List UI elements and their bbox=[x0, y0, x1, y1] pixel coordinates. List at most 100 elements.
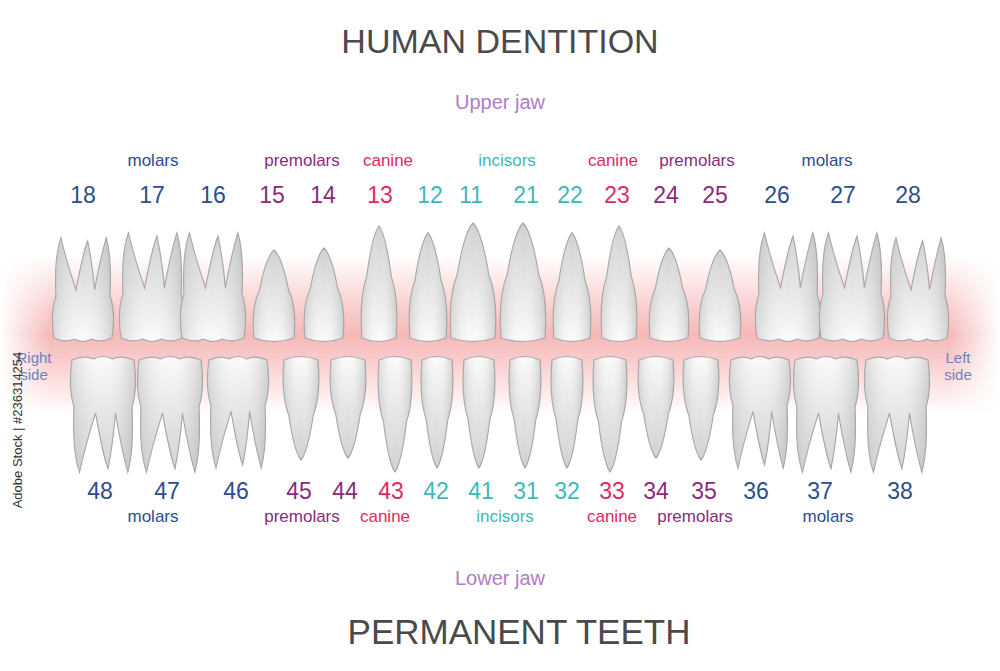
tooth-number: 16 bbox=[200, 183, 226, 208]
tooth-number: 47 bbox=[154, 479, 180, 504]
upper-tooth bbox=[649, 248, 689, 342]
lower-tooth bbox=[793, 357, 858, 473]
tooth-group-label: canine bbox=[363, 152, 413, 171]
upper-tooth bbox=[52, 238, 113, 342]
tooth-shade bbox=[729, 357, 790, 469]
tooth-outline bbox=[52, 238, 113, 342]
lower-tooth bbox=[551, 357, 583, 469]
tooth-shade bbox=[378, 357, 412, 473]
lower-tooth bbox=[137, 357, 202, 473]
tooth-number: 11 bbox=[459, 183, 483, 208]
tooth-number: 42 bbox=[423, 479, 449, 504]
lower-tooth bbox=[378, 357, 412, 473]
lower-tooth bbox=[283, 357, 319, 461]
tooth-group-label: canine bbox=[588, 152, 638, 171]
tooth-outline bbox=[509, 357, 541, 469]
upper-tooth bbox=[180, 233, 245, 342]
tooth-shade bbox=[793, 357, 858, 473]
tooth-number: 23 bbox=[604, 183, 630, 208]
upper-tooth bbox=[409, 233, 447, 342]
tooth-shade bbox=[864, 357, 929, 473]
tooth-shade bbox=[361, 226, 397, 342]
tooth-number: 48 bbox=[87, 479, 113, 504]
tooth-group-label: premolars bbox=[264, 152, 340, 171]
tooth-outline bbox=[819, 233, 884, 342]
title: HUMAN DENTITION bbox=[341, 23, 658, 60]
upper-tooth bbox=[119, 233, 184, 342]
tooth-shade bbox=[450, 223, 495, 342]
tooth-shade bbox=[755, 233, 820, 342]
tooth-group-label: molars bbox=[127, 508, 178, 527]
tooth-number: 38 bbox=[887, 479, 913, 504]
upper-tooth bbox=[887, 238, 948, 342]
tooth-number: 37 bbox=[807, 479, 833, 504]
tooth-outline bbox=[553, 233, 591, 342]
tooth-outline bbox=[70, 357, 135, 473]
upper-tooth bbox=[553, 233, 591, 342]
tooth-outline bbox=[283, 357, 319, 461]
tooth-shade bbox=[330, 357, 366, 459]
lower-tooth bbox=[683, 357, 719, 461]
tooth-outline bbox=[450, 223, 495, 342]
tooth-shade bbox=[52, 238, 113, 342]
lower-tooth bbox=[207, 357, 268, 469]
tooth-number: 44 bbox=[332, 479, 358, 504]
tooth-outline bbox=[551, 357, 583, 469]
tooth-group-label: canine bbox=[360, 508, 410, 527]
tooth-outline bbox=[180, 233, 245, 342]
tooth-outline bbox=[409, 233, 447, 342]
tooth-outline bbox=[729, 357, 790, 469]
tooth-shade bbox=[283, 357, 319, 461]
tooth-group-label: premolars bbox=[659, 152, 735, 171]
tooth-group-label: premolars bbox=[264, 508, 340, 527]
tooth-shade bbox=[649, 248, 689, 342]
tooth-shade bbox=[500, 223, 545, 342]
upper-tooth bbox=[304, 248, 344, 342]
tooth-outline bbox=[119, 233, 184, 342]
lower-tooth bbox=[421, 357, 453, 469]
tooth-outline bbox=[887, 238, 948, 342]
upper-tooth bbox=[361, 226, 397, 342]
tooth-number: 28 bbox=[895, 183, 921, 208]
tooth-group-label: incisors bbox=[476, 508, 534, 527]
tooth-number: 24 bbox=[653, 183, 679, 208]
tooth-outline bbox=[601, 226, 637, 342]
tooth-group-label: canine bbox=[587, 508, 637, 527]
tooth-shade bbox=[409, 233, 447, 342]
lower-tooth bbox=[70, 357, 135, 473]
tooth-number: 34 bbox=[643, 479, 669, 504]
tooth-number: 46 bbox=[223, 479, 249, 504]
lower-tooth bbox=[593, 357, 627, 473]
tooth-shade bbox=[509, 357, 541, 469]
tooth-outline bbox=[463, 357, 495, 469]
tooth-shade bbox=[553, 233, 591, 342]
tooth-shade bbox=[601, 226, 637, 342]
tooth-outline bbox=[253, 250, 295, 342]
tooth-shade bbox=[421, 357, 453, 469]
upper-tooth bbox=[755, 233, 820, 342]
lower-tooth bbox=[864, 357, 929, 473]
tooth-group-label: incisors bbox=[478, 152, 536, 171]
tooth-number: 17 bbox=[139, 183, 165, 208]
tooth-number: 32 bbox=[554, 479, 580, 504]
tooth-number: 35 bbox=[691, 479, 717, 504]
tooth-outline bbox=[330, 357, 366, 459]
tooth-number: 13 bbox=[367, 183, 393, 208]
tooth-number: 36 bbox=[743, 479, 769, 504]
tooth-group-label: molars bbox=[802, 508, 853, 527]
tooth-outline bbox=[683, 357, 719, 461]
tooth-outline bbox=[137, 357, 202, 473]
tooth-group-label: premolars bbox=[657, 508, 733, 527]
tooth-shade bbox=[70, 357, 135, 473]
tooth-number: 22 bbox=[557, 183, 583, 208]
lower-tooth bbox=[729, 357, 790, 469]
tooth-number: 12 bbox=[417, 183, 443, 208]
tooth-shade bbox=[683, 357, 719, 461]
lower-tooth bbox=[638, 357, 674, 459]
tooth-outline bbox=[361, 226, 397, 342]
tooth-outline bbox=[793, 357, 858, 473]
jaw-label: Upper jaw bbox=[455, 91, 545, 113]
tooth-outline bbox=[699, 250, 741, 342]
tooth-shade bbox=[887, 238, 948, 342]
